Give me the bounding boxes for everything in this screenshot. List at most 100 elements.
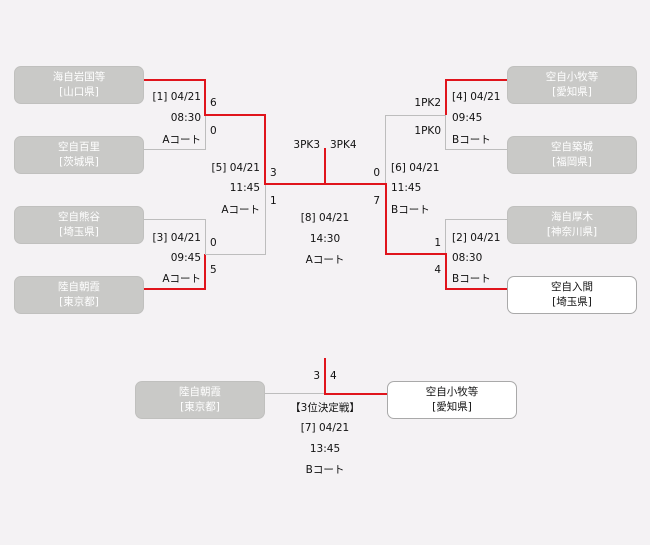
match-6-time: 11:45 <box>391 182 422 194</box>
bracket-line <box>445 115 446 150</box>
team-name: 空自入間 <box>551 281 593 293</box>
team-prefecture: [東京都] <box>180 401 220 413</box>
bracket-line <box>324 393 387 395</box>
bracket-line <box>445 219 507 220</box>
match-6-court: Bコート <box>391 204 430 216</box>
bracket-line <box>204 79 206 115</box>
bracket-line <box>386 115 446 116</box>
third-place-score-left: 3 <box>313 370 320 382</box>
match-3-score-bottom: 5 <box>210 264 217 276</box>
team-prefecture: [愛知県] <box>552 86 592 98</box>
bracket-line <box>264 114 266 185</box>
team-prefecture: [神奈川県] <box>546 226 598 238</box>
bracket-line <box>445 254 447 290</box>
third-place-score-right: 4 <box>330 370 337 382</box>
team-name: 海自岩国等 <box>52 71 106 83</box>
team-prefecture: [山口県] <box>59 86 99 98</box>
team-box-rikuji-asaka[interactable]: 陸自朝霞 [東京都] <box>14 276 144 314</box>
match-4-score-top: 1PK2 <box>414 97 441 109</box>
bracket-line <box>445 79 507 81</box>
match-5-time: 11:45 <box>229 182 260 194</box>
team-prefecture: [埼玉県] <box>59 226 99 238</box>
bracket-line <box>204 114 266 116</box>
match-3-court: Aコート <box>162 273 201 285</box>
team-name: 陸自朝霞 <box>58 281 100 293</box>
third-place-line <box>324 358 326 395</box>
bracket-line <box>445 219 446 255</box>
third-place-title: 【3位決定戦】 <box>290 402 360 414</box>
final-time: 14:30 <box>309 233 341 245</box>
bracket-line <box>385 115 386 185</box>
team-name: 陸自朝霞 <box>179 386 221 398</box>
match-4-number: [4] 04/21 <box>452 91 501 103</box>
match-6-score-top: 0 <box>373 167 380 179</box>
match-5-score-bottom: 1 <box>270 195 277 207</box>
team-prefecture: [愛知県] <box>432 401 472 413</box>
final-number: [8] 04/21 <box>300 212 350 224</box>
bracket-line <box>325 183 387 185</box>
match-1-score-bottom: 0 <box>210 125 217 137</box>
third-place-number: [7] 04/21 <box>300 422 350 434</box>
bracket-line <box>144 79 206 81</box>
match-3-time: 09:45 <box>170 252 201 264</box>
team-box-kuji-komaki[interactable]: 空自小牧等 [愛知県] <box>507 66 637 104</box>
match-6-number: [6] 04/21 <box>391 162 440 174</box>
match-1-score-top: 6 <box>210 97 217 109</box>
team-name: 空自小牧等 <box>545 71 599 83</box>
team-prefecture: [東京都] <box>59 296 99 308</box>
bracket-line <box>265 185 266 255</box>
bracket-line <box>144 288 206 290</box>
team-box-kaiji-iwakuni[interactable]: 海自岩国等 [山口県] <box>14 66 144 104</box>
team-box-kaiji-atsugi[interactable]: 海自厚木 [神奈川県] <box>507 206 637 244</box>
bracket-line <box>385 183 387 255</box>
team-box-third-place-komaki[interactable]: 空自小牧等 [愛知県] <box>387 381 517 419</box>
third-place-time: 13:45 <box>309 443 341 455</box>
match-2-time: 08:30 <box>452 252 483 264</box>
match-4-score-bottom: 1PK0 <box>414 125 441 137</box>
match-1-court: Aコート <box>162 134 201 146</box>
bracket-line <box>205 254 265 255</box>
third-place-court: Bコート <box>305 464 345 476</box>
team-prefecture: [茨城県] <box>59 156 99 168</box>
bracket-line <box>264 183 326 185</box>
team-box-kuji-kumagaya[interactable]: 空自熊谷 [埼玉県] <box>14 206 144 244</box>
match-5-score-top: 3 <box>270 167 277 179</box>
bracket-line <box>144 149 206 150</box>
bracket-line <box>205 115 206 150</box>
match-2-score-bottom: 4 <box>434 264 441 276</box>
final-score-left: 3PK3 <box>293 139 320 151</box>
final-score-right: 3PK4 <box>330 139 357 151</box>
bracket-line <box>265 393 325 394</box>
match-5-court: Aコート <box>221 204 260 216</box>
team-name: 空自小牧等 <box>425 386 479 398</box>
bracket-line <box>204 254 206 290</box>
team-name: 海自厚木 <box>551 211 593 223</box>
match-2-number: [2] 04/21 <box>452 232 501 244</box>
bracket-line <box>385 253 447 255</box>
final-court: Aコート <box>305 254 345 266</box>
team-box-kuji-hyakuri[interactable]: 空自百里 [茨城県] <box>14 136 144 174</box>
bracket-line <box>445 149 507 150</box>
match-4-court: Bコート <box>452 134 491 146</box>
team-box-kuji-tsuiki[interactable]: 空自築城 [福岡県] <box>507 136 637 174</box>
match-4-time: 09:45 <box>452 112 483 124</box>
final-line <box>324 148 326 185</box>
match-3-number: [3] 04/21 <box>152 232 201 244</box>
team-box-third-place-asaka[interactable]: 陸自朝霞 [東京都] <box>135 381 265 419</box>
bracket-line <box>144 219 206 220</box>
team-prefecture: [福岡県] <box>552 156 592 168</box>
match-1-number: [1] 04/21 <box>152 91 201 103</box>
team-name: 空自百里 <box>58 141 100 153</box>
match-1-time: 08:30 <box>170 112 201 124</box>
match-5-number: [5] 04/21 <box>211 162 260 174</box>
match-6-score-bottom: 7 <box>373 195 380 207</box>
bracket-line <box>205 219 206 255</box>
match-3-score-top: 0 <box>210 237 217 249</box>
bracket-line <box>445 79 447 115</box>
match-2-score-top: 1 <box>434 237 441 249</box>
team-name: 空自築城 <box>551 141 593 153</box>
bracket-line <box>445 288 507 290</box>
team-prefecture: [埼玉県] <box>552 296 592 308</box>
team-box-kuji-iruma[interactable]: 空自入間 [埼玉県] <box>507 276 637 314</box>
